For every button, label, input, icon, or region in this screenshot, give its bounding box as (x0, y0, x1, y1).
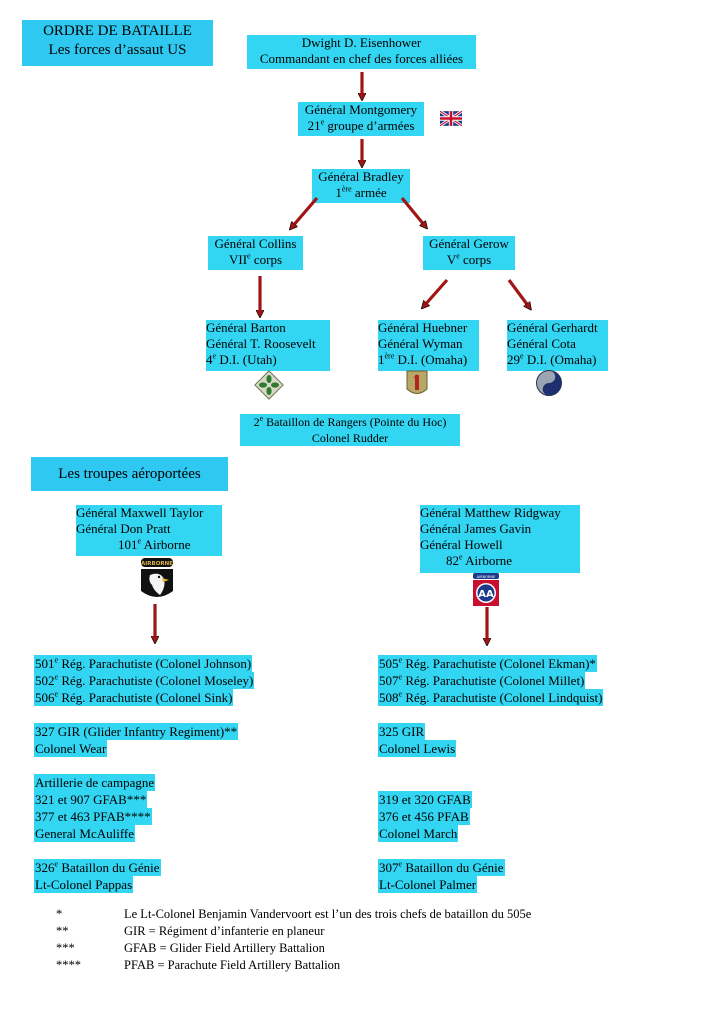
unit-307-commander: Lt-Colonel Palmer (378, 876, 478, 893)
rangers-box: 2e Bataillon de Rangers (Pointe du Hoc) … (240, 414, 460, 446)
unit-507: 507e Rég. Parachutiste (Colonel Millet) (378, 672, 586, 689)
eisenhower-name: Dwight D. Eisenhower (301, 35, 422, 50)
unit-pfab-right: 376 et 456 PFAB (378, 808, 470, 825)
blue-gray-patch-icon (536, 370, 562, 396)
unit-508: 508e Rég. Parachutiste (Colonel Lindquis… (378, 689, 604, 706)
bradley-name: Général Bradley (318, 169, 404, 184)
barton-unit: 4e D.I. (Utah) (206, 351, 277, 367)
montgomery-unit: 21e groupe d’armées (307, 117, 415, 133)
footnotes: *Le Lt-Colonel Benjamin Vandervoort est … (52, 906, 531, 974)
footnote-2: **GIR = Régiment d’infanterie en planeur (56, 924, 325, 938)
unit-506: 506e Rég. Parachutiste (Colonel Sink) (34, 689, 234, 706)
unit-326-engineers: 326e Bataillon du Génie (34, 859, 161, 876)
gerow-box: Général Gerow Ve corps (423, 236, 515, 270)
unit-325-gir: 325 GIR (378, 723, 426, 740)
huebner-line-1: Général Huebner (378, 320, 468, 335)
div101-line-1: Général Maxwell Taylor (76, 505, 204, 520)
huebner-unit: 1ère D.I. (Omaha) (378, 351, 468, 367)
all-american-patch-icon: AIRBORNE AA (473, 573, 499, 606)
arrow-gerow-huebner (424, 278, 449, 306)
patch-101-tab-text: AIRBORNE (141, 561, 173, 567)
collins-name: Général Collins (214, 236, 297, 251)
montgomery-name: Général Montgomery (304, 102, 418, 117)
barton-box: Général Barton Général T. Roosevelt 4e D… (206, 320, 330, 371)
bradley-box: Général Bradley 1ère armée (312, 169, 410, 203)
arrow-gerow-gerhardt (507, 279, 529, 307)
collins-box: Général Collins VIIe corps (208, 236, 303, 270)
div82-line-3: Général Howell (420, 537, 503, 552)
rangers-unit: 2e Bataillon de Rangers (Pointe du Hoc) (253, 414, 447, 430)
uk-flag-icon (440, 111, 462, 126)
bradley-unit: 1ère armée (335, 184, 387, 200)
artillery-commander-left: General McAuliffe (34, 825, 136, 842)
div82-units: 505e Rég. Parachutiste (Colonel Ekman)* … (378, 655, 604, 893)
div101-box: Général Maxwell Taylor Général Don Pratt… (76, 505, 222, 556)
unit-501: 501e Rég. Parachutiste (Colonel Johnson) (34, 655, 253, 672)
unit-gfab-right: 319 et 320 GFAB (378, 791, 472, 808)
footnote-1: *Le Lt-Colonel Benjamin Vandervoort est … (56, 907, 532, 921)
unit-327-gir: 327 GIR (Glider Infantry Regiment)** (34, 723, 239, 740)
div101-unit: 101e Airborne (118, 536, 191, 552)
unit-307-engineers: 307e Bataillon du Génie (378, 859, 505, 876)
div82-line-1: Général Matthew Ridgway (420, 505, 561, 520)
unit-327-commander: Colonel Wear (34, 740, 108, 757)
eisenhower-role: Commandant en chef des forces alliées (259, 51, 464, 66)
footnote-3: ***GFAB = Glider Field Artillery Battali… (56, 941, 325, 955)
unit-505: 505e Rég. Parachutiste (Colonel Ekman)* (378, 655, 597, 672)
red-one-patch-icon (406, 370, 428, 394)
huebner-line-2: Général Wyman (378, 336, 463, 351)
gerow-name: Général Gerow (429, 236, 509, 251)
artillery-commander-right: Colonel March (378, 825, 459, 842)
unit-gfab-left: 321 et 907 GFAB*** (34, 791, 148, 808)
airborne-title: Les troupes aéroportées (31, 457, 228, 491)
div82-line-2: Général James Gavin (420, 521, 532, 536)
title-line-1: ORDRE DE BATAILLE (43, 23, 192, 39)
montgomery-box: Général Montgomery 21e groupe d’armées (298, 102, 424, 136)
div101-line-2: Général Don Pratt (76, 521, 171, 536)
arrow-bradley-gerow (400, 196, 425, 226)
unit-502: 502e Rég. Parachutiste (Colonel Moseley) (34, 672, 255, 689)
gerhardt-unit: 29e D.I. (Omaha) (507, 351, 597, 367)
unit-pfab-left: 377 et 463 PFAB**** (34, 808, 152, 825)
gerhardt-line-2: Général Cota (507, 336, 576, 351)
eisenhower-box: Dwight D. Eisenhower Commandant en chef … (247, 35, 476, 69)
huebner-box: Général Huebner Général Wyman 1ère D.I. … (378, 320, 479, 371)
gerhardt-box: Général Gerhardt Général Cota 29e D.I. (… (507, 320, 608, 371)
screaming-eagle-patch-icon: AIRBORNE (141, 558, 173, 597)
patch-82-tab-text: AIRBORNE (477, 575, 496, 579)
footnote-4: ****PFAB = Parachute Field Artillery Bat… (56, 958, 341, 972)
barton-line-2: Général T. Roosevelt (206, 336, 316, 351)
ivy-leaf-patch-icon (254, 370, 284, 400)
gerow-unit: Ve corps (446, 251, 492, 267)
title-box: ORDRE DE BATAILLE Les forces d’assaut US (22, 20, 213, 66)
gerhardt-line-1: Général Gerhardt (507, 320, 598, 335)
rangers-commander: Colonel Rudder (311, 431, 389, 445)
barton-line-1: Général Barton (206, 320, 286, 335)
div101-units: 501e Rég. Parachutiste (Colonel Johnson)… (34, 655, 255, 893)
arrow-bradley-collins (292, 196, 319, 227)
unit-326-commander: Lt-Colonel Pappas (34, 876, 134, 893)
title-line-2: Les forces d’assaut US (48, 42, 187, 58)
patch-82-letters: AA (478, 589, 494, 600)
unit-325-commander: Colonel Lewis (378, 740, 457, 757)
artillery-heading: Artillerie de campagne (34, 774, 156, 791)
div82-unit: 82e Airborne (446, 552, 513, 568)
div82-box: Général Matthew Ridgway Général James Ga… (420, 505, 580, 573)
collins-unit: VIIe corps (228, 251, 283, 267)
